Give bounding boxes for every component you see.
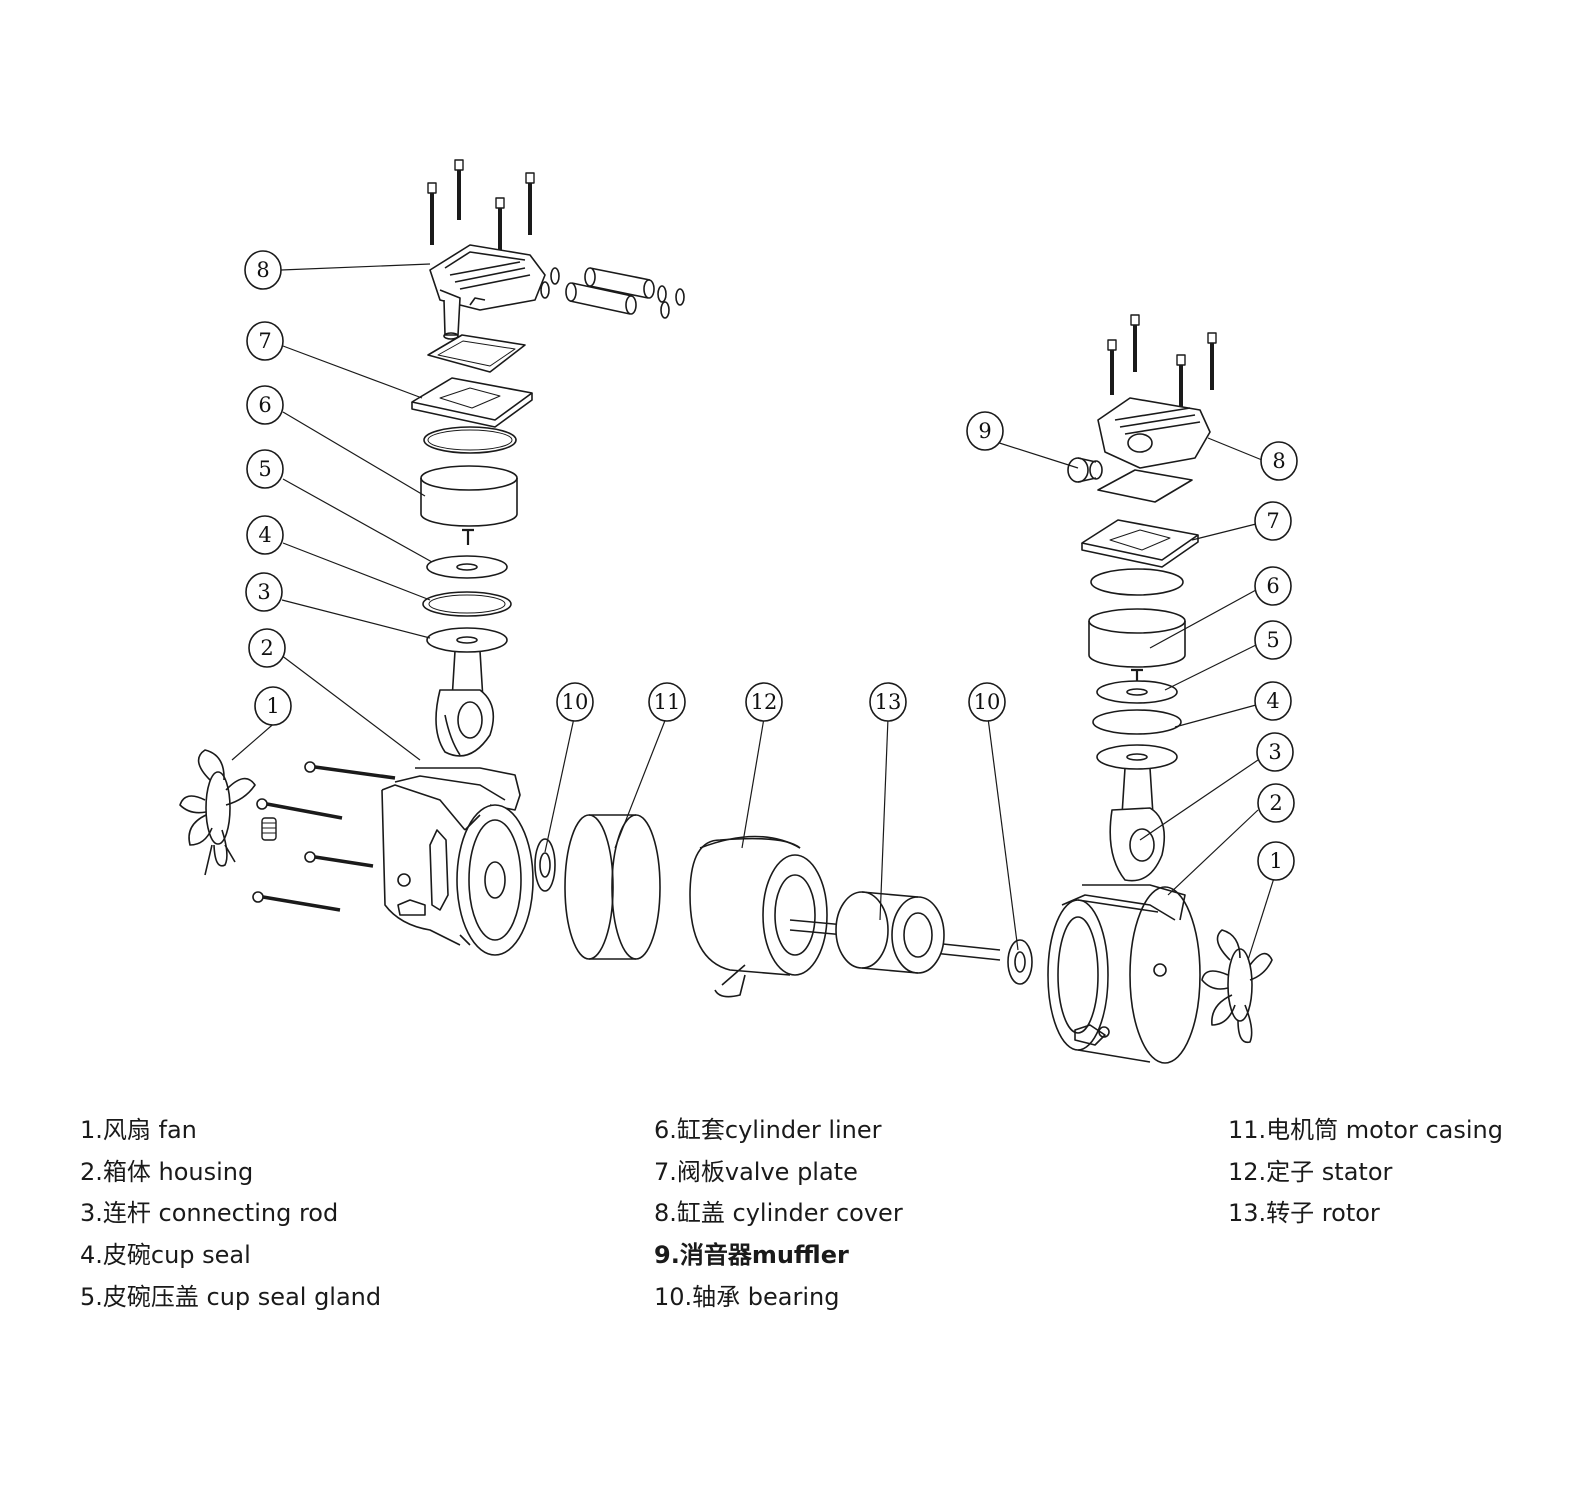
left-valve-plate bbox=[411, 377, 533, 428]
svg-text:1: 1 bbox=[1269, 849, 1282, 873]
right-cylinder-liner bbox=[1088, 608, 1186, 668]
svg-text:2: 2 bbox=[1269, 791, 1282, 815]
left-cup-seal bbox=[422, 591, 512, 617]
callout-12: 12 bbox=[745, 682, 783, 722]
legend-item-housing: 2.箱体 housing bbox=[80, 1157, 254, 1186]
right-cup-seal-gland bbox=[1096, 680, 1178, 704]
svg-text:4: 4 bbox=[258, 523, 271, 547]
legend-item-cylinder-liner: 6.缸套cylinder liner bbox=[654, 1116, 882, 1144]
legend-item-rotor: 13.转子 rotor bbox=[1228, 1199, 1380, 1228]
callout-2-right: 2 bbox=[1257, 783, 1295, 823]
callout-1-right: 1 bbox=[1257, 841, 1295, 881]
right-cup-seal bbox=[1092, 709, 1182, 735]
callout-7-right: 7 bbox=[1254, 501, 1292, 541]
svg-text:13: 13 bbox=[875, 690, 902, 714]
legend-item-valve-plate: 7.阀板valve plate bbox=[654, 1157, 858, 1186]
svg-text:12: 12 bbox=[751, 690, 778, 714]
left-fan bbox=[179, 749, 256, 876]
svg-text:7: 7 bbox=[258, 329, 271, 353]
legend-item-cup-seal-gland: 5.皮碗压盖 cup seal gland bbox=[80, 1282, 382, 1311]
svg-text:5: 5 bbox=[258, 457, 271, 481]
svg-text:10: 10 bbox=[974, 690, 1001, 714]
right-bearing bbox=[1007, 939, 1033, 985]
right-housing bbox=[1047, 884, 1201, 1064]
callout-4-right: 4 bbox=[1254, 681, 1292, 721]
callout-8-right: 8 bbox=[1260, 441, 1298, 481]
parts-legend: 1.风扇 fan 2.箱体 housing 3.连杆 connecting ro… bbox=[0, 1100, 1571, 1330]
left-bearing bbox=[534, 838, 556, 892]
right-gasket bbox=[1097, 469, 1193, 503]
left-o-ring bbox=[423, 426, 517, 454]
left-connecting-rod bbox=[426, 627, 508, 757]
right-head-bolts bbox=[1107, 314, 1217, 410]
callout-13: 13 bbox=[869, 682, 907, 722]
left-mufflers bbox=[540, 267, 685, 319]
legend-item-cup-seal: 4.皮碗cup seal bbox=[80, 1241, 251, 1270]
callout-3-right: 3 bbox=[1256, 732, 1294, 772]
legend-item-bearing: 10.轴承 bearing bbox=[654, 1282, 840, 1311]
callout-11: 11 bbox=[648, 682, 686, 722]
svg-text:2: 2 bbox=[260, 636, 273, 660]
legend-item-muffler: 9.消音器muffler bbox=[654, 1241, 849, 1270]
callout-10-left: 10 bbox=[556, 682, 594, 722]
right-cylinder-cover bbox=[1097, 397, 1211, 469]
svg-text:6: 6 bbox=[1266, 574, 1279, 598]
right-connecting-rod bbox=[1096, 744, 1178, 882]
callout-10-right: 10 bbox=[968, 682, 1006, 722]
rotor-shaft bbox=[789, 919, 1001, 961]
callout-4-left: 4 bbox=[246, 515, 284, 555]
callout-5-right: 5 bbox=[1254, 620, 1292, 660]
left-housing-bolts bbox=[252, 761, 396, 912]
svg-text:3: 3 bbox=[257, 580, 270, 604]
right-muffler bbox=[1067, 457, 1103, 483]
callout-2-left: 2 bbox=[248, 628, 286, 668]
left-gasket bbox=[427, 334, 526, 373]
callout-6-right: 6 bbox=[1254, 566, 1292, 606]
legend-item-fan: 1.风扇 fan bbox=[80, 1116, 197, 1144]
svg-text:1: 1 bbox=[266, 694, 279, 718]
svg-text:3: 3 bbox=[1268, 740, 1281, 764]
stator bbox=[689, 835, 828, 998]
left-cylinder-liner bbox=[420, 465, 518, 527]
left-cylinder-cover bbox=[429, 244, 546, 340]
left-head-bolts bbox=[427, 159, 535, 255]
callout-6-left: 6 bbox=[246, 385, 284, 425]
svg-text:6: 6 bbox=[258, 393, 271, 417]
legend-column-2: 6.缸套cylinder liner 7.阀板valve plate 8.缸盖 … bbox=[654, 1110, 903, 1319]
legend-item-connecting-rod: 3.连杆 connecting rod bbox=[80, 1199, 339, 1228]
right-fan bbox=[1201, 929, 1273, 1044]
legend-item-motor-casing: 11.电机筒 motor casing bbox=[1228, 1116, 1503, 1144]
legend-column-3: 11.电机筒 motor casing 12.定子 stator 13.转子 r… bbox=[1228, 1110, 1503, 1235]
right-valve-plate bbox=[1081, 519, 1199, 568]
leader-lines bbox=[231, 263, 1275, 961]
svg-text:8: 8 bbox=[1272, 449, 1285, 473]
callout-8-left: 8 bbox=[244, 250, 282, 290]
svg-text:10: 10 bbox=[562, 690, 589, 714]
legend-item-cylinder-cover: 8.缸盖 cylinder cover bbox=[654, 1199, 903, 1228]
svg-text:4: 4 bbox=[1266, 689, 1279, 713]
legend-item-stator: 12.定子 stator bbox=[1228, 1157, 1393, 1186]
svg-text:9: 9 bbox=[978, 419, 991, 443]
svg-text:7: 7 bbox=[1266, 509, 1279, 533]
left-cup-seal-gland bbox=[426, 555, 508, 579]
callout-3-left: 3 bbox=[245, 572, 283, 612]
motor-casing bbox=[564, 814, 661, 960]
exploded-parts-diagram: 8 7 6 5 4 3 2 1 10 11 12 13 10 9 8 7 6 5… bbox=[179, 159, 1298, 1064]
left-housing bbox=[381, 767, 534, 956]
callout-7-left: 7 bbox=[246, 321, 284, 361]
svg-text:8: 8 bbox=[256, 258, 269, 282]
legend-column-1: 1.风扇 fan 2.箱体 housing 3.连杆 connecting ro… bbox=[80, 1110, 381, 1319]
svg-text:5: 5 bbox=[1266, 628, 1279, 652]
callout-9-right: 9 bbox=[966, 411, 1004, 451]
rotor bbox=[835, 891, 945, 974]
right-o-ring bbox=[1090, 568, 1184, 596]
callout-1-left: 1 bbox=[254, 686, 292, 726]
svg-text:11: 11 bbox=[654, 690, 681, 714]
callout-5-left: 5 bbox=[246, 449, 284, 489]
